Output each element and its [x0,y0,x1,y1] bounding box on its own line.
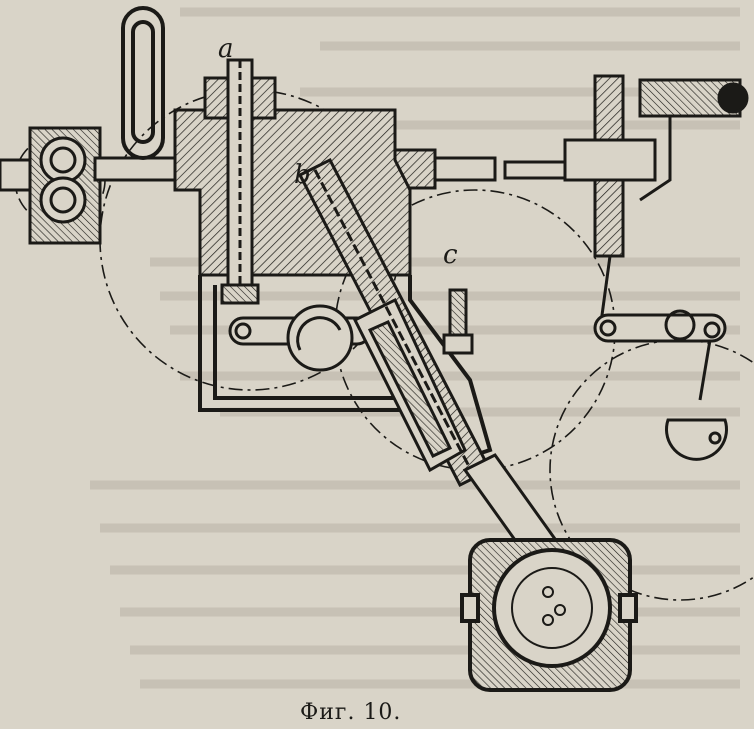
side-valve [442,288,474,355]
right-assembly [563,74,749,331]
figure-caption: Фиг. 10. [300,700,402,725]
rocker-lever [228,304,372,372]
label-b: b [294,160,311,190]
label-a: a [218,34,234,64]
right-lever [593,309,728,461]
handle-loop [121,6,165,160]
stem-a [220,58,260,305]
roller-housing [0,126,102,245]
eccentric-crank [460,538,638,692]
label-c: c [443,240,458,270]
diagonal-rod [297,157,573,577]
